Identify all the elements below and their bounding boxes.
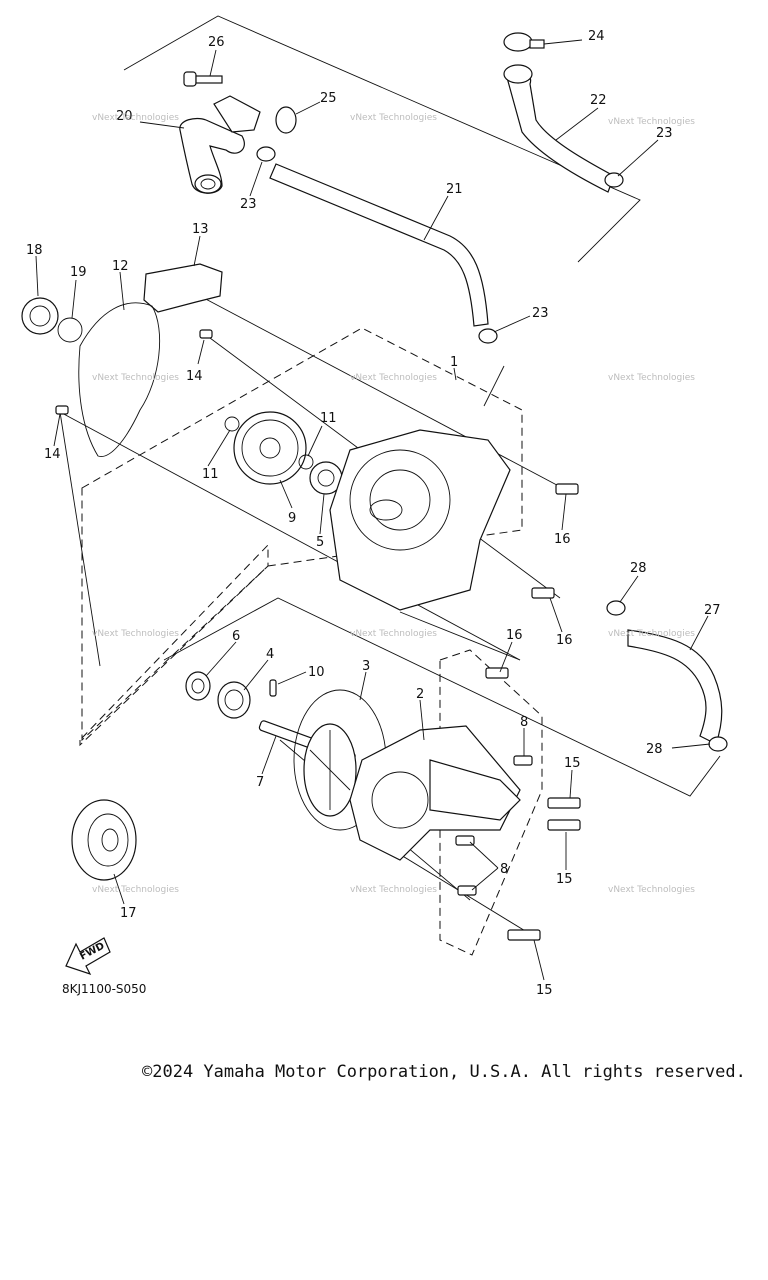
- callout-1: 1: [450, 355, 458, 370]
- callout-18: 18: [26, 243, 43, 258]
- callout-14-a: 14: [186, 369, 203, 384]
- circlip-11: [224, 416, 314, 470]
- callout-8-b: 8: [500, 862, 508, 877]
- watermark: vNext Technologies: [608, 885, 695, 895]
- watermark: vNext Technologies: [92, 373, 179, 383]
- callout-16-c: 16: [506, 628, 523, 643]
- seal-4: [217, 681, 251, 719]
- callout-13: 13: [192, 222, 209, 237]
- callout-4: 4: [266, 647, 274, 662]
- callout-labels: 26 24 25 20 22 23 23 21 13 18 19 12 23 1…: [26, 29, 721, 998]
- hose-22: [503, 64, 615, 193]
- hose-21: [269, 163, 489, 327]
- watermark: vNext Technologies: [350, 885, 437, 895]
- callout-14-b: 14: [44, 447, 61, 462]
- callout-17: 17: [120, 906, 137, 921]
- pump-housing-2: [349, 725, 521, 861]
- fwd-arrow: FWD: [65, 937, 111, 976]
- callout-23-a: 23: [656, 126, 673, 141]
- watermark: vNext Technologies: [92, 113, 179, 123]
- bolt-16: [485, 483, 579, 679]
- dowel-pins: [55, 329, 213, 415]
- callout-24: 24: [588, 29, 605, 44]
- pin-10: [269, 679, 277, 697]
- impeller: [303, 723, 357, 817]
- callout-8-a: 8: [520, 715, 528, 730]
- callout-2: 2: [416, 687, 424, 702]
- watermark: vNext Technologies: [92, 629, 179, 639]
- leader-lines: [35, 39, 711, 981]
- bearing-18: [21, 297, 59, 335]
- watermark: vNext Technologies: [350, 373, 437, 383]
- callout-27: 27: [704, 603, 721, 618]
- callout-10: 10: [308, 665, 325, 680]
- callout-11-a: 11: [320, 411, 337, 426]
- callout-20: 20: [116, 109, 133, 124]
- copyright-notice: ©2024 Yamaha Motor Corporation, U.S.A. A…: [142, 1062, 746, 1082]
- callout-16-a: 16: [554, 532, 571, 547]
- callout-16-b: 16: [556, 633, 573, 648]
- watermark: vNext Technologies: [92, 885, 179, 895]
- callout-25: 25: [320, 91, 337, 106]
- gear-17: [71, 799, 137, 881]
- callout-19: 19: [70, 265, 87, 280]
- callout-22: 22: [590, 93, 607, 108]
- parts-diagram: FWD: [21, 15, 728, 998]
- gasket-13: [143, 263, 223, 313]
- callout-28-a: 28: [630, 561, 647, 576]
- callout-15-c: 15: [536, 983, 553, 998]
- bolts-8-15: [455, 755, 581, 941]
- diagram-code: 8KJ1100-S050: [62, 982, 147, 996]
- callout-15-b: 15: [556, 872, 573, 887]
- watermark: vNext Technologies: [608, 117, 695, 127]
- seal-6: [185, 671, 211, 701]
- hose-27: [606, 600, 728, 752]
- callout-6: 6: [232, 629, 240, 644]
- watermarks: vNext Technologies vNext Technologies vN…: [92, 113, 695, 895]
- callout-11-b: 11: [202, 467, 219, 482]
- pump-cover-1: [329, 429, 511, 611]
- watermark: vNext Technologies: [608, 629, 695, 639]
- o-ring-12: [78, 302, 161, 457]
- thermostat-housing: [179, 95, 297, 194]
- callout-9: 9: [288, 511, 296, 526]
- callout-21: 21: [446, 182, 463, 197]
- watermark: vNext Technologies: [608, 373, 695, 383]
- circlip-19: [57, 317, 83, 343]
- bolt-26: [183, 71, 223, 87]
- gear-9: [233, 411, 307, 485]
- watermark: vNext Technologies: [350, 629, 437, 639]
- callout-28-b: 28: [646, 742, 663, 757]
- callout-5: 5: [316, 535, 324, 550]
- callout-12: 12: [112, 259, 129, 274]
- callout-3: 3: [362, 659, 370, 674]
- callout-7: 7: [256, 775, 264, 790]
- callout-23-b: 23: [240, 197, 257, 212]
- callout-26: 26: [208, 35, 225, 50]
- callout-15-a: 15: [564, 756, 581, 771]
- watermark: vNext Technologies: [350, 113, 437, 123]
- callout-23-c: 23: [532, 306, 549, 321]
